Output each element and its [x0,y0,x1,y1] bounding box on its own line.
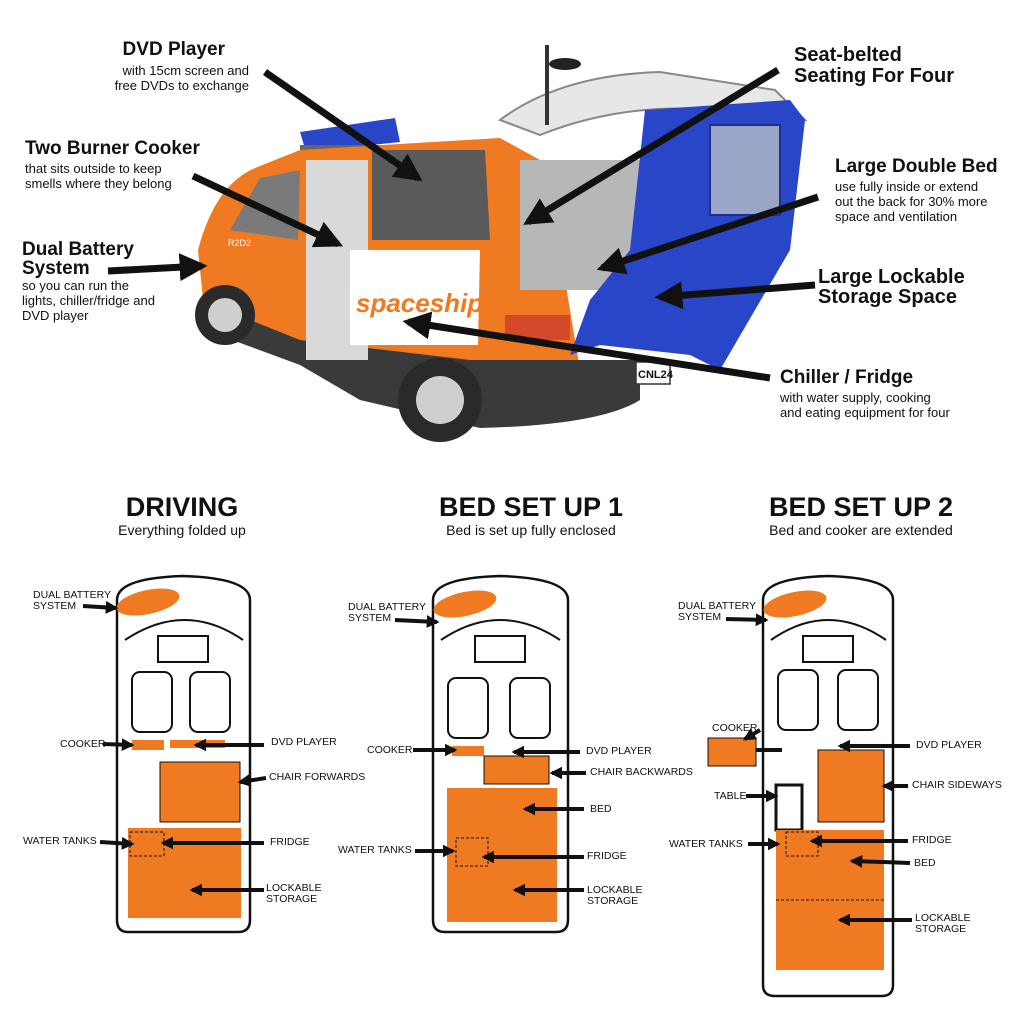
feature-cooker-title: Two Burner Cooker [25,138,200,159]
driving-label-storage-1: LOCKABLE [266,882,322,894]
feature-bed-title: Large Double Bed [835,156,998,177]
feature-bed-desc-1: use fully inside or extend [835,179,979,194]
floorplan-driving [115,574,252,934]
arrow-battery [107,253,208,282]
driving-label-cooker: COOKER [60,738,106,750]
arrow-bed [596,193,820,275]
feature-fridge-desc-1: with water supply, cooking [780,390,931,405]
bed1-label-battery-1: DUAL BATTERY [348,601,426,613]
bed2-label-water: WATER TANKS [669,838,743,850]
floorplan-bed2 [707,574,895,998]
campervan-illustration [195,45,808,442]
driving-label-dvd: DVD PLAYER [271,736,337,748]
bed2-label-table: TABLE [714,790,747,802]
driving-label-water: WATER TANKS [23,835,97,847]
feature-cooker-desc-1: that sits outside to keep [25,161,162,176]
arrow-cooker [191,172,344,248]
feature-battery-title-2: System [22,258,90,279]
driving-label-chair: CHAIR FORWARDS [269,771,366,783]
layout-bed2-title: BED SET UP 2 [768,492,954,522]
bed1-label-battery-2: SYSTEM [348,612,392,624]
feature-dvd-desc-2: free DVDs to exchange [114,78,249,93]
arrow-fridge [402,311,771,382]
feature-storage-title-2: Storage Space [818,286,957,308]
arrow-storage [654,281,816,310]
bed2-label-battery-1: DUAL BATTERY [678,600,756,612]
bed1-label-storage-2: STORAGE [587,895,639,907]
bed2-label-dvd: DVD PLAYER [916,739,982,751]
license-plate: CNL24 [638,369,674,381]
arrow-seating [523,67,780,225]
callout-arrows [107,67,820,382]
bed2-label-fridge: FRIDGE [912,834,952,846]
feature-battery-desc-2: lights, chiller/fridge and [22,293,155,308]
bed2-label-storage-1: LOCKABLE [915,912,971,924]
bed2-label-battery-2: SYSTEM [678,611,722,623]
layout-bed1-title: BED SET UP 1 [438,492,624,522]
feature-dvd-title: DVD Player [122,39,225,60]
feature-seating-title-2: Seating For Four [794,65,954,87]
floorplan-bed1 [431,574,570,934]
driving-label-fridge: FRIDGE [270,836,310,848]
layout-bed1-subtitle: Bed is set up fully enclosed [446,522,616,538]
van-brand-logo: spaceships [356,288,498,318]
layout-driving-title: DRIVING [125,492,239,522]
floorplan-arrows [82,600,912,927]
driving-label-battery-1: DUAL BATTERY [33,589,111,601]
feature-fridge-title: Chiller / Fridge [780,367,914,388]
bed2-label-cooker: COOKER [712,722,758,734]
bed2-label-storage-2: STORAGE [915,923,967,935]
feature-fridge-desc-2: and eating equipment for four [780,405,950,420]
feature-bed-desc-2: out the back for 30% more [835,194,988,209]
bed2-label-chair: CHAIR SIDEWAYS [912,779,1002,791]
driving-label-storage-2: STORAGE [266,893,318,905]
bed1-label-dvd: DVD PLAYER [586,745,652,757]
driving-label-battery-2: SYSTEM [33,600,77,612]
arrow-dvd [263,69,423,182]
feature-seating-title-1: Seat-belted [794,44,902,66]
feature-battery-title-1: Dual Battery [22,239,134,260]
feature-dvd-desc-1: with 15cm screen and [122,63,249,78]
feature-battery-desc-3: DVD player [22,308,89,323]
bed1-label-storage-1: LOCKABLE [587,884,643,896]
bed1-label-cooker: COOKER [367,744,413,756]
feature-bed-desc-3: space and ventilation [835,209,958,224]
layout-bed2-subtitle: Bed and cooker are extended [769,522,953,538]
bed1-label-fridge: FRIDGE [587,850,627,862]
bed2-label-bed: BED [914,857,936,869]
bed1-label-bed: BED [590,803,612,815]
bed1-label-water: WATER TANKS [338,844,412,856]
feature-cooker-desc-2: smells where they belong [25,176,172,191]
feature-storage-title-1: Large Lockable [818,266,965,288]
layout-driving-subtitle: Everything folded up [118,522,246,538]
van-badge: R2D2 [228,238,251,248]
feature-battery-desc-1: so you can run the [22,278,129,293]
bed1-label-chair: CHAIR BACKWARDS [590,766,693,778]
